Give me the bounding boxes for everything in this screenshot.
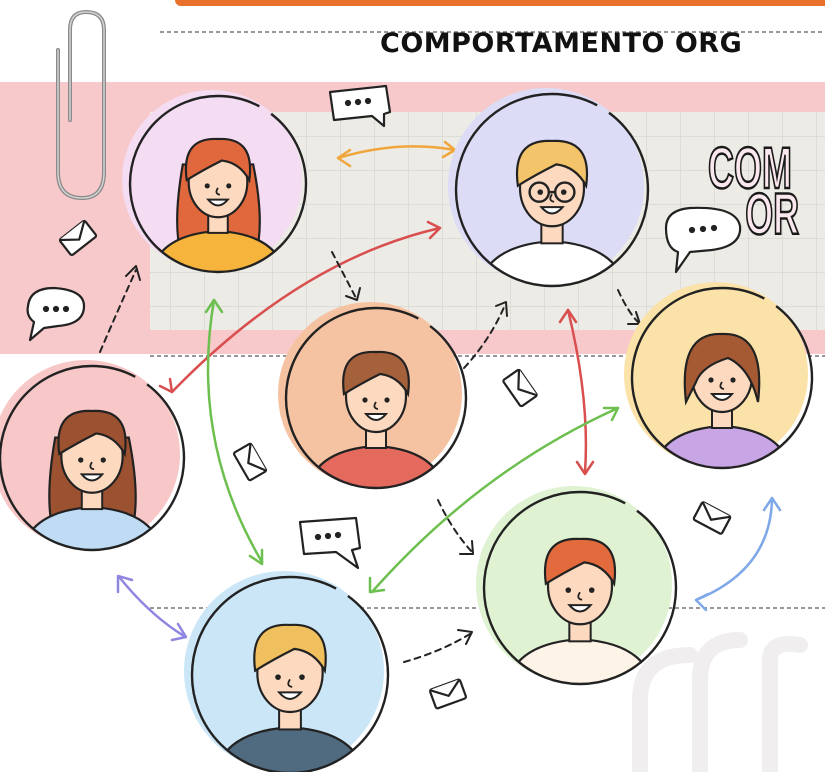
envelope-icon — [58, 219, 98, 257]
portrait-ring — [190, 575, 390, 772]
overlay-title-line2: OR — [744, 182, 800, 247]
top-accent-bar — [175, 0, 825, 6]
portrait-ring — [454, 92, 650, 288]
envelope-icon — [429, 678, 467, 710]
portrait-ring — [630, 286, 814, 470]
header-title: COMPORTAMENTO ORG — [380, 28, 743, 59]
overlay-title-line1: COM — [707, 136, 792, 201]
chat-bubble-icon — [26, 286, 86, 342]
portrait-ring — [482, 490, 678, 686]
envelope-icon — [692, 501, 732, 535]
portrait-ring — [0, 364, 186, 552]
watermark-logo — [632, 632, 808, 772]
envelope-icons — [58, 219, 732, 710]
portrait-woman-redhead — [122, 90, 308, 274]
overlay-title: COM OR — [707, 138, 800, 247]
portrait-woman-left — [0, 360, 186, 552]
paperclip-icon — [56, 9, 106, 201]
portrait-man-suit — [184, 571, 390, 772]
chat-bubbles — [26, 84, 742, 570]
chat-bubble-icon — [664, 206, 742, 274]
portrait-man-center — [278, 302, 468, 490]
envelope-icon — [502, 368, 538, 408]
portrait-woman-brunette — [624, 282, 814, 470]
chat-bubble-icon — [328, 84, 392, 128]
portrait-ring — [128, 94, 308, 274]
portrait-ring — [284, 306, 468, 490]
dashed-arrows — [99, 251, 639, 663]
chat-bubble-icon — [298, 516, 362, 570]
envelope-icon — [232, 442, 268, 482]
